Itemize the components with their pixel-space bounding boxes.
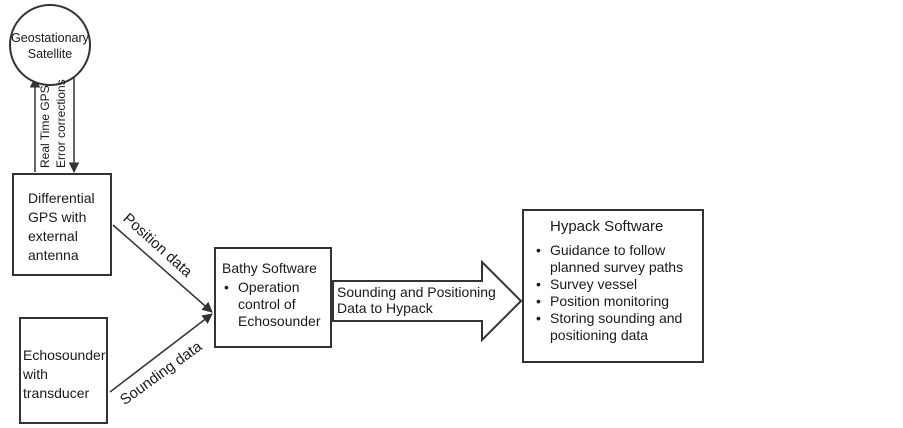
error-corrections-label: Error corrections [54, 79, 68, 168]
position-data-arrow [112, 224, 213, 313]
bathy-item-line2: control of [238, 296, 296, 312]
hypack-item-vessel: Survey vessel [534, 276, 683, 293]
echosounder-label-line1: Echosounder [23, 347, 106, 363]
dgps-label-line4: antenna [28, 247, 79, 263]
bathy-box: Bathy Software Operation control of Echo… [214, 247, 332, 348]
dgps-label-line1: Differential [28, 190, 95, 206]
hypack-item-guidance: Guidance to follow planned survey paths [534, 242, 683, 276]
echosounder-label: Echosounder with transducer [23, 346, 106, 403]
echosounder-label-line2: with [23, 366, 48, 382]
echosounder-label-line3: transducer [23, 385, 90, 401]
dgps-label-line3: external [28, 228, 78, 244]
hypack-list: Guidance to follow planned survey paths … [534, 242, 683, 344]
bathy-item-line3: Echosounder [238, 313, 321, 329]
dgps-box: Differential GPS with external antenna [12, 173, 112, 276]
hypack-item-monitoring-line1: Position monitoring [550, 293, 670, 309]
big-arrow-label: Sounding and Positioning Data to Hypack [337, 284, 496, 316]
satellite-label-line2: Satellite [27, 47, 73, 61]
bathy-item-line1: Operation [238, 279, 300, 295]
hypack-item-storing-line2: positioning data [550, 327, 649, 343]
realtime-gps-label: Real Time GPS [38, 85, 52, 168]
hypack-item-storing: Storing sounding and positioning data [534, 310, 683, 344]
satellite-label-line1: Geostationary [11, 31, 89, 45]
hypack-item-guidance-line1: Guidance to follow [550, 242, 666, 258]
big-arrow-label-line1: Sounding and Positioning [337, 284, 496, 300]
big-block-arrow [332, 259, 523, 343]
satellite-node: Geostationary Satellite [9, 4, 91, 86]
echosounder-box: Echosounder with transducer [19, 317, 108, 424]
big-arrow-label-line2: Data to Hypack [337, 300, 433, 316]
bathy-title: Bathy Software [222, 260, 317, 276]
hypack-title: Hypack Software [550, 218, 664, 235]
satellite-label: Geostationary Satellite [11, 30, 89, 62]
bathy-list: Operation control of Echosounder [222, 279, 321, 330]
dgps-label-line2: GPS with [28, 209, 87, 225]
sounding-data-arrow [109, 313, 213, 393]
hypack-box: Hypack Software Guidance to follow plann… [522, 209, 704, 363]
hypack-item-guidance-line2: planned survey paths [550, 259, 684, 275]
bathy-item: Operation control of Echosounder [222, 279, 321, 330]
hypack-item-storing-line1: Storing sounding and [550, 310, 683, 326]
hypack-item-vessel-line1: Survey vessel [550, 276, 638, 292]
hypack-item-monitoring: Position monitoring [534, 293, 683, 310]
dgps-label: Differential GPS with external antenna [28, 189, 95, 265]
